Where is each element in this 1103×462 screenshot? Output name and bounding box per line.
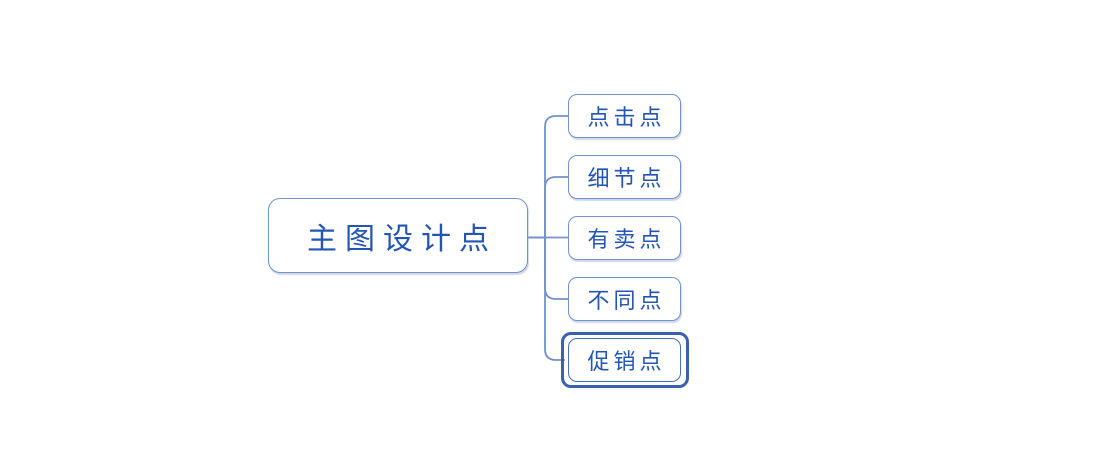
subtopic-difference-point[interactable]: 不同点 [568, 277, 681, 321]
connector-root-to-promotion-point [528, 236, 565, 361]
connector-root-to-difference-point [528, 236, 568, 300]
subtopic-label: 不同点 [587, 288, 666, 313]
subtopic-selling-point[interactable]: 有卖点 [568, 216, 681, 260]
connector-root-to-detail-point [528, 176, 568, 239]
subtopic-label: 点击点 [587, 105, 666, 130]
subtopic-label: 促销点 [587, 349, 666, 374]
subtopic-label: 有卖点 [587, 227, 666, 252]
subtopic-label: 细节点 [587, 166, 666, 191]
root-topic[interactable]: 主图设计点 [268, 198, 528, 273]
root-topic-label: 主图设计点 [307, 222, 497, 256]
subtopic-click-point[interactable]: 点击点 [568, 94, 681, 138]
subtopic-detail-point[interactable]: 细节点 [568, 155, 681, 199]
subtopic-promotion-point[interactable]: 促销点 [568, 338, 681, 382]
connector-root-to-click-point [528, 115, 568, 239]
